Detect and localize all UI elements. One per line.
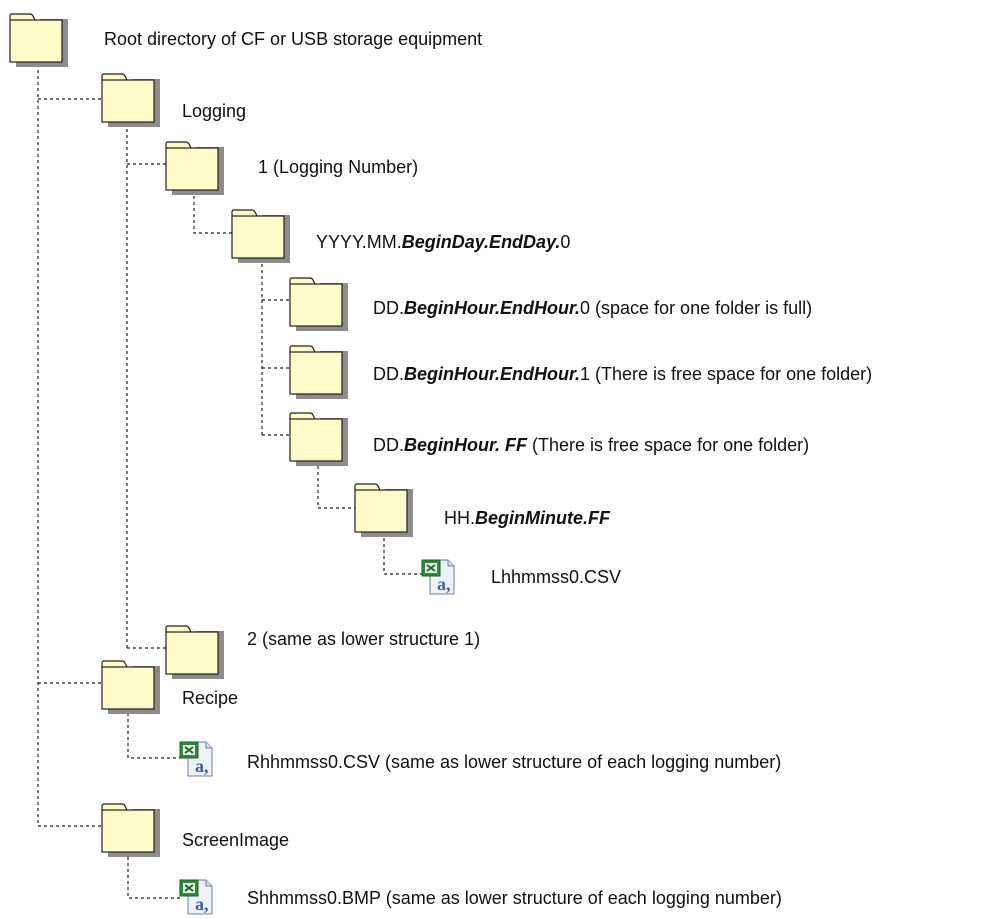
logging-folder-icon[interactable] xyxy=(100,72,162,133)
logging-folder-label: Logging xyxy=(182,101,247,121)
day-full-italic: BeginHour.EndHour. xyxy=(404,298,581,318)
connector-log1-trunk xyxy=(193,190,232,234)
month-folder-label: YYYY.MM.BeginDay.EndDay.0 xyxy=(316,231,570,253)
day-full-folder-label: DD.BeginHour.EndHour.0 (space for one fo… xyxy=(373,297,812,319)
root-folder-label: Root directory of CF or USB storage equi… xyxy=(104,29,483,49)
recipe-folder-label: Recipe xyxy=(182,688,239,708)
day-free-folder-icon[interactable] xyxy=(288,344,350,405)
screenimage-folder-label: ScreenImage xyxy=(182,830,290,850)
day-full-folder-icon[interactable] xyxy=(288,276,350,337)
day-full-suffix: 0 (space for one folder is full) xyxy=(580,298,813,318)
month-suffix: 0 xyxy=(560,232,571,252)
day-free-prefix: DD. xyxy=(373,364,404,384)
month-folder-icon[interactable] xyxy=(230,208,292,269)
connector-hour-csv xyxy=(383,532,422,575)
hour-folder-label: HH.BeginMinute.FF xyxy=(444,507,610,529)
root-folder-icon[interactable] xyxy=(8,12,70,73)
day-ff-folder-icon[interactable] xyxy=(288,411,350,472)
month-italic: BeginDay.EndDay. xyxy=(401,232,561,252)
day-free-suffix: 1 (There is free space for one folder) xyxy=(580,364,873,384)
month-prefix: YYYY.MM. xyxy=(316,232,402,252)
log2-folder-label: 2 (same as lower structure 1) xyxy=(247,629,481,649)
recipe-csv-file-label: Rhhmmss0.CSV (same as lower structure of… xyxy=(247,752,782,772)
connector-recipe-csv xyxy=(127,707,180,759)
day-ff-prefix: DD. xyxy=(373,435,404,455)
log2-folder-icon[interactable] xyxy=(164,624,226,685)
connector-dayff-trunk xyxy=(317,460,355,509)
log-csv-file-label: Lhhmmss0.CSV xyxy=(491,567,622,587)
recipe-csv-file-icon[interactable] xyxy=(178,738,218,783)
log1-folder-label: 1 (Logging Number) xyxy=(258,157,419,177)
hour-prefix: HH. xyxy=(444,508,475,528)
hour-folder-icon[interactable] xyxy=(353,482,415,543)
hour-italic: BeginMinute.FF xyxy=(475,508,610,528)
day-free-folder-label: DD.BeginHour.EndHour.1 (There is free sp… xyxy=(373,363,872,385)
day-ff-italic: BeginHour. FF xyxy=(404,435,527,455)
recipe-folder-icon[interactable] xyxy=(100,659,162,720)
day-ff-suffix: (There is free space for one folder) xyxy=(527,435,810,455)
log-csv-file-icon[interactable] xyxy=(420,556,460,601)
day-free-italic: BeginHour.EndHour. xyxy=(404,364,581,384)
day-full-prefix: DD. xyxy=(373,298,404,318)
screen-bmp-file-label: Shhmmss0.BMP (same as lower structure of… xyxy=(247,888,782,908)
day-ff-folder-label: DD.BeginHour. FF (There is free space fo… xyxy=(373,434,809,456)
screenimage-folder-icon[interactable] xyxy=(100,802,162,863)
log1-folder-icon[interactable] xyxy=(164,140,226,201)
screen-bmp-file-icon[interactable] xyxy=(178,876,218,919)
